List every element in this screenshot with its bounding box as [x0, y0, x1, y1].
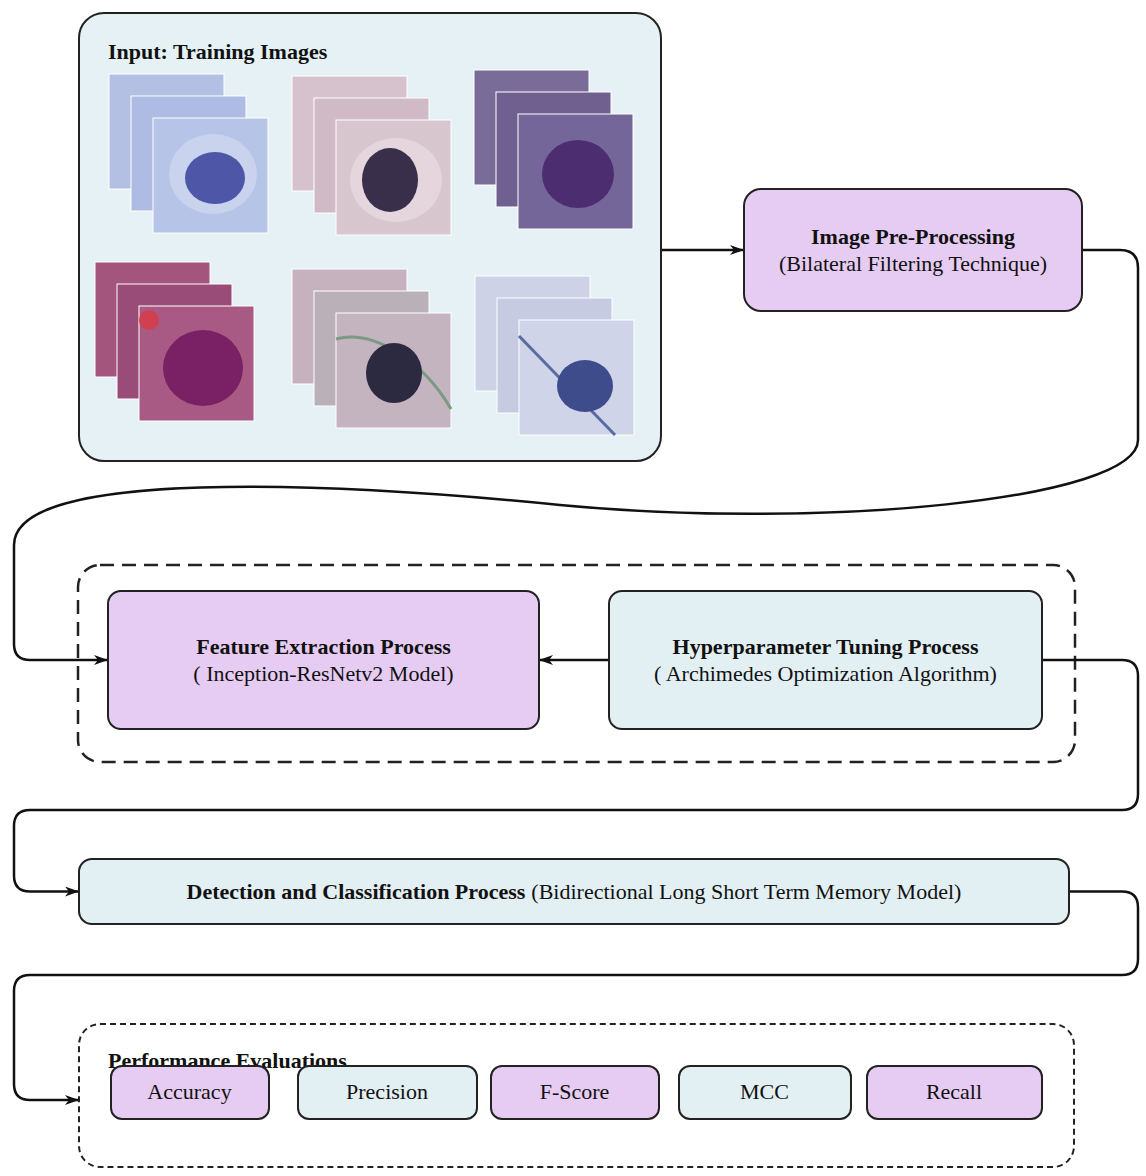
- flow-arrow: [540, 659, 608, 662]
- metric-pill: MCC: [678, 1065, 852, 1120]
- node-subtitle: ( Archimedes Optimization Algorithm): [654, 660, 997, 688]
- node-heading: Accuracy: [147, 1078, 231, 1106]
- node-heading: Detection and Classification Process: [187, 878, 526, 906]
- node-heading: Hyperparameter Tuning Process: [673, 633, 979, 661]
- process-box: Hyperparameter Tuning Process( Archimede…: [608, 590, 1043, 730]
- node-heading: F-Score: [540, 1078, 610, 1106]
- process-box: Feature Extraction Process( Inception-Re…: [107, 590, 540, 730]
- process-box: Image Pre-Processing(Bilateral Filtering…: [743, 188, 1083, 312]
- metric-pill: Precision: [297, 1065, 478, 1120]
- node-subtitle: (Bilateral Filtering Technique): [779, 250, 1047, 278]
- group-frame: [78, 565, 1075, 762]
- flow-arrow: [662, 249, 743, 252]
- node-heading: Image Pre-Processing: [811, 223, 1015, 251]
- node-heading: MCC: [740, 1078, 789, 1106]
- node-subtitle: ( Inception-ResNetv2 Model): [193, 660, 453, 688]
- metric-pill: F-Score: [490, 1065, 660, 1120]
- node-subtitle: (Bidirectional Long Short Term Memory Mo…: [531, 878, 961, 906]
- process-box: Detection and Classification Process(Bid…: [78, 858, 1070, 925]
- input-panel: Input: Training Images: [78, 12, 662, 462]
- cell-image-stacks: [80, 14, 664, 464]
- node-heading: Input: Training Images: [108, 38, 327, 66]
- node-heading: Feature Extraction Process: [196, 633, 451, 661]
- node-heading: Precision: [346, 1078, 428, 1106]
- evaluation-group: Performance EvaluationsAccuracyPrecision…: [78, 1023, 1075, 1168]
- metric-pill: Recall: [866, 1065, 1043, 1120]
- metric-pill: Accuracy: [110, 1065, 270, 1120]
- node-heading: Recall: [926, 1078, 982, 1106]
